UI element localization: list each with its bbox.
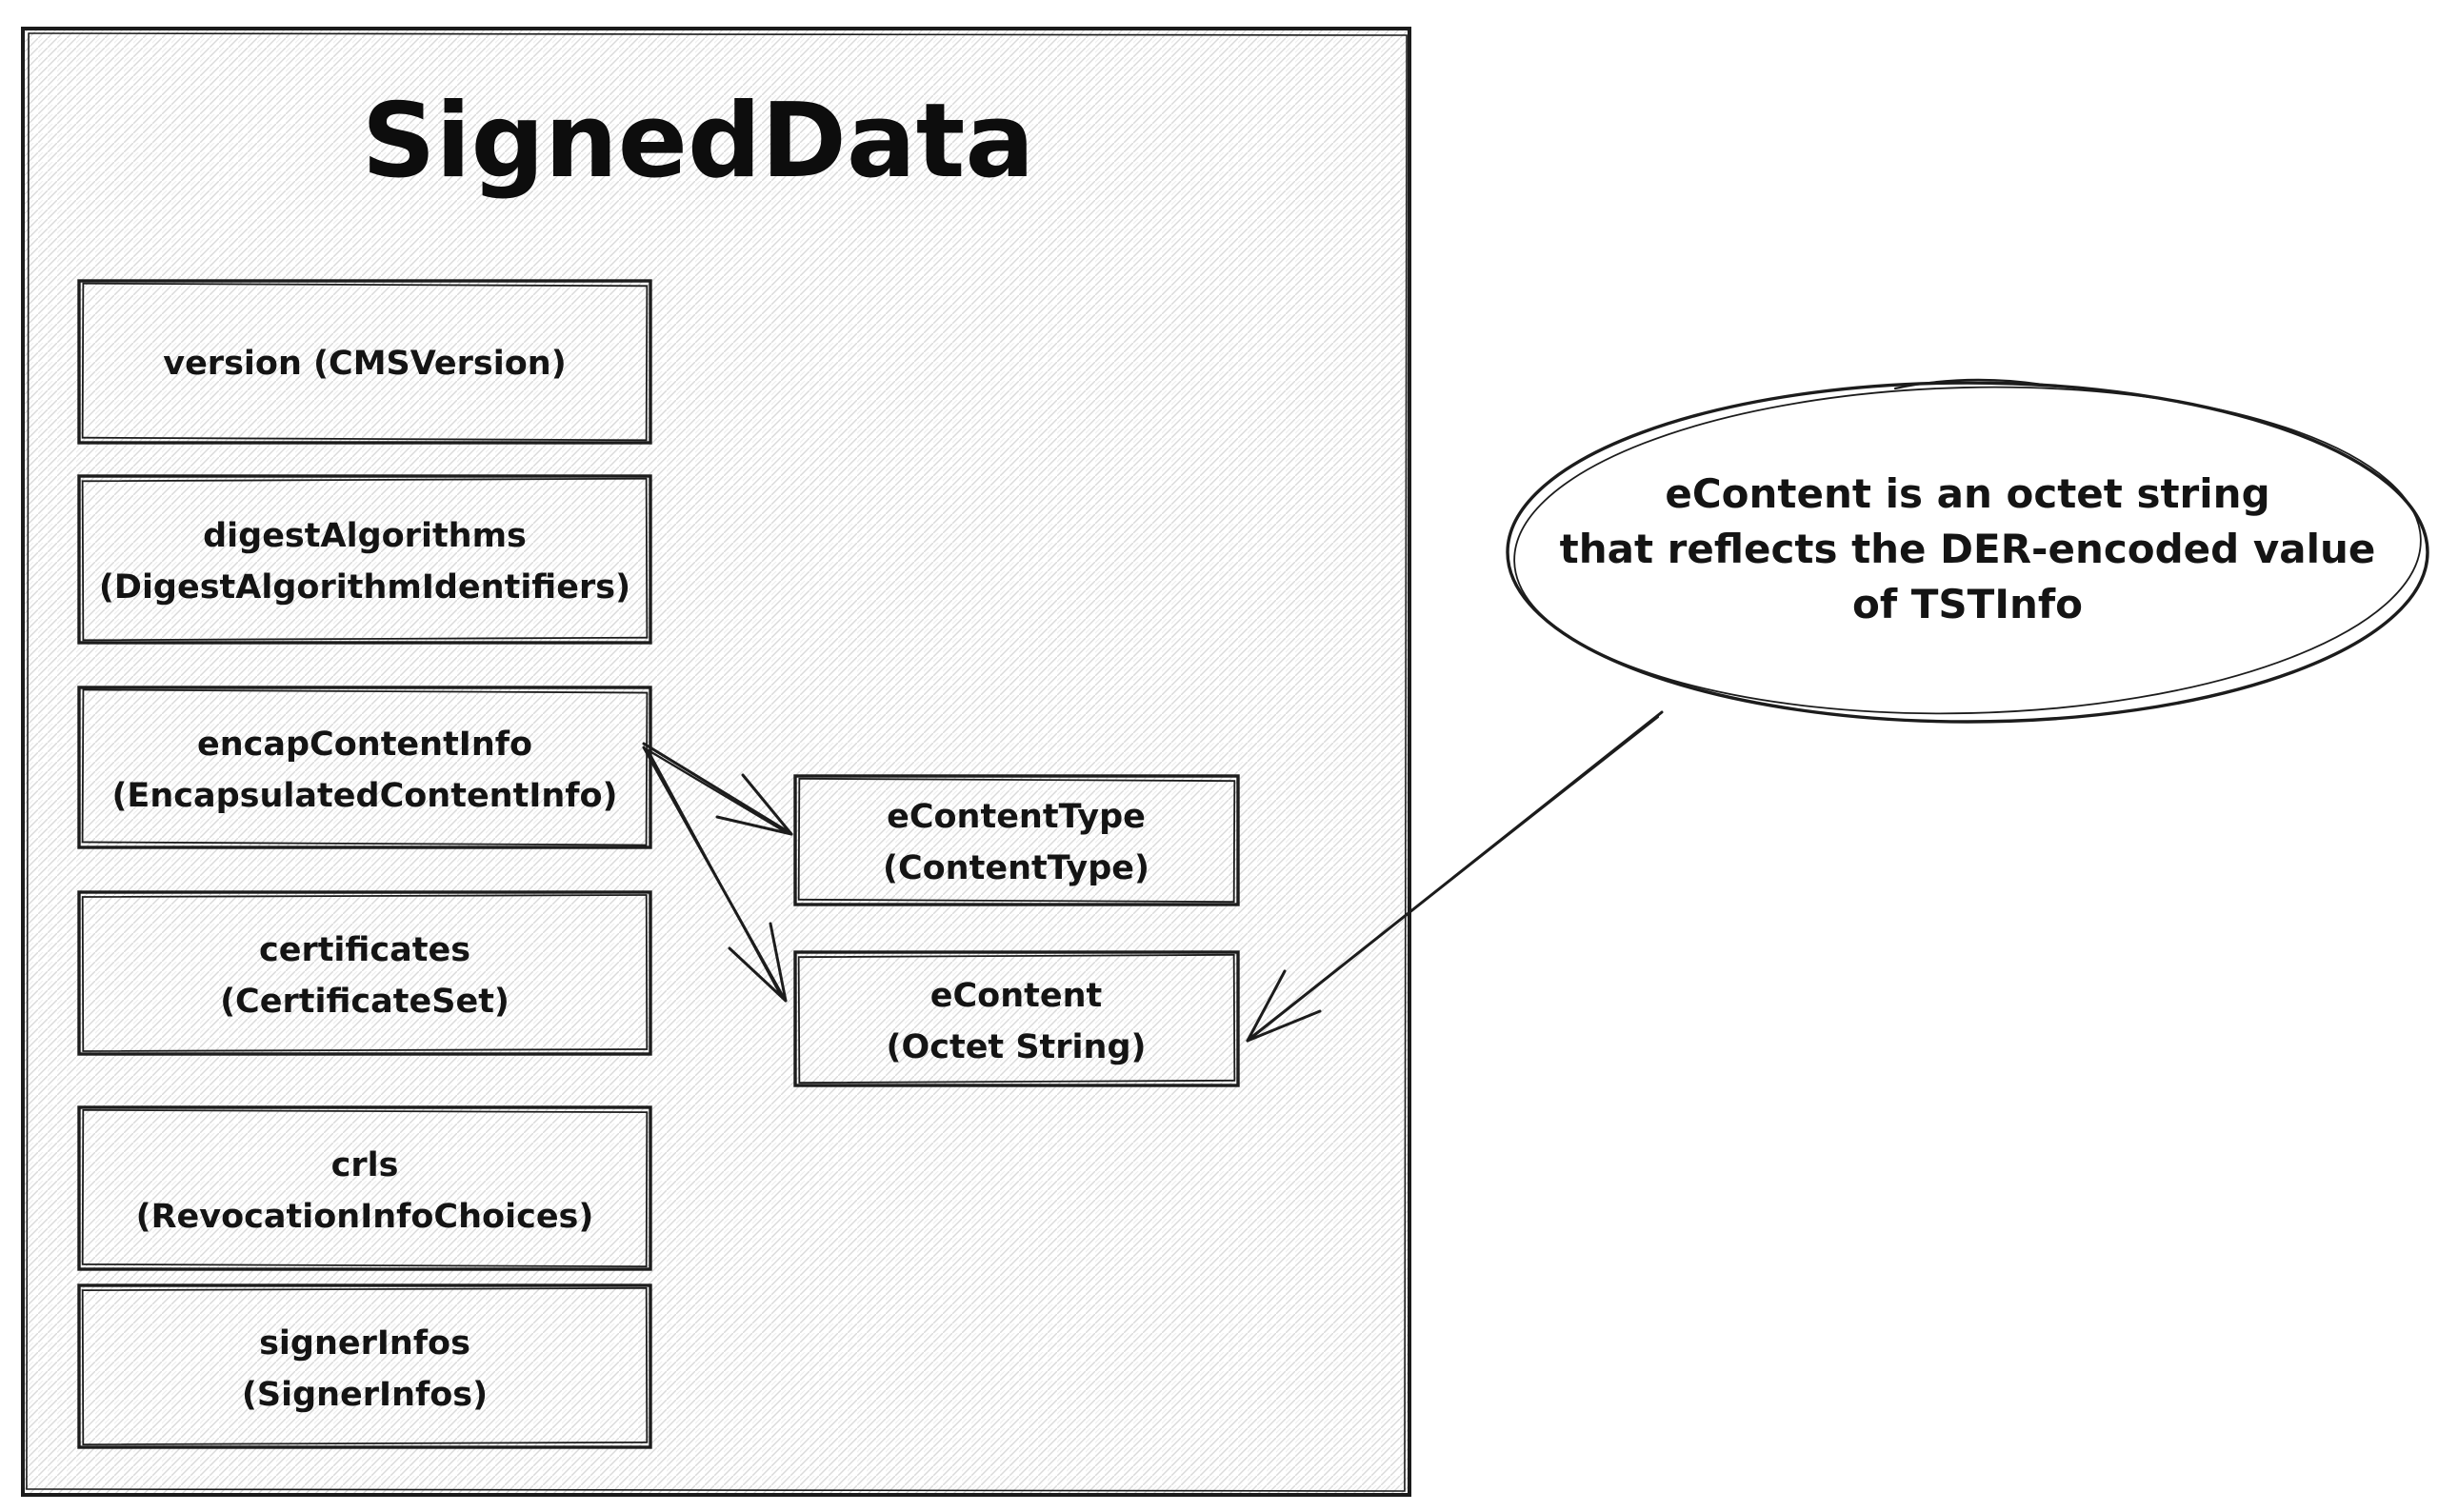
field-box-crls-label2: (RevocationInfoChoices)	[136, 1198, 594, 1236]
arrow-note-to-econtent-shaft-sketch	[1249, 715, 1660, 1039]
detail-box-econtent-type-label2: (ContentType)	[883, 849, 1149, 887]
field-box-crls-rect	[77, 1105, 652, 1271]
field-box-digest-algorithms-rect	[77, 474, 652, 645]
note-line2: that reflects the DER-encoded value	[1560, 526, 2376, 572]
field-box-version-rect	[77, 279, 652, 445]
field-box-certificates-label1: certificates	[259, 931, 470, 969]
field-box-digest-algorithms-rect-sketch	[81, 477, 649, 642]
field-box-signer-infos-rect-sketch	[81, 1286, 649, 1446]
detail-box-econtent-type-label1: eContentType	[887, 798, 1146, 836]
note-bubble-ellipse	[1506, 381, 2429, 724]
arrow-note-to-econtent-head2	[1246, 1009, 1322, 1043]
detail-box-econtent-rect	[793, 950, 1240, 1087]
field-box-certificates-label2: (CertificateSet)	[220, 983, 510, 1021]
arrow-encap-to-econtent-type	[642, 742, 793, 836]
arrow-note-to-econtent	[1246, 710, 1664, 1043]
arrow-encap-to-econtent	[642, 746, 788, 1003]
arrow-note-to-econtent-head1	[1246, 969, 1287, 1043]
detail-box-econtent-type-rect-sketch	[797, 777, 1236, 904]
field-box-version-label: version (CMSVersion)	[163, 345, 566, 383]
signeddata-container-rect-sketch	[26, 32, 1408, 1492]
field-box-signer-infos-label1: signerInfos	[259, 1324, 470, 1363]
field-box-encap-content-info-label1: encapContentInfo	[197, 726, 532, 764]
detail-box-econtent-label2: (Octet String)	[886, 1028, 1146, 1066]
signeddata-container: SignedData	[21, 27, 1411, 1497]
field-box-signer-infos-rect	[77, 1283, 652, 1449]
field-box-version-rect-sketch	[81, 282, 649, 442]
arrow-encap-to-econtent-type-shaft-sketch	[645, 747, 788, 834]
arrow-encap-to-econtent-type-head1	[741, 773, 793, 836]
detail-box-econtent-type-rect	[793, 774, 1240, 906]
detail-box-econtent-label1: eContent	[930, 977, 1103, 1015]
note-bubble-ellipse-sketch	[1513, 386, 2422, 715]
field-box-signer-infos: signerInfos (SignerInfos)	[77, 1283, 652, 1449]
field-box-encap-content-info-rect-sketch	[81, 688, 649, 846]
field-box-digest-algorithms: digestAlgorithms (DigestAlgorithmIdentif…	[77, 474, 652, 645]
signeddata-container-rect	[21, 27, 1411, 1497]
field-box-certificates-rect-sketch	[81, 894, 649, 1052]
arrow-encap-to-econtent-type-shaft	[642, 742, 792, 835]
note-line3: of TSTInfo	[1852, 581, 2083, 627]
detail-box-econtent-type: eContentType (ContentType)	[793, 774, 1240, 906]
detail-box-econtent-rect-sketch	[797, 953, 1236, 1084]
diagram-title: SignedData	[362, 82, 1035, 201]
note-line1: eContent is an octet string	[1665, 470, 2269, 517]
note-bubble-squiggle	[1893, 378, 2045, 390]
field-box-encap-content-info-label2: (EncapsulatedContentInfo)	[111, 777, 617, 815]
field-box-encap-content-info: encapContentInfo (EncapsulatedContentInf…	[77, 686, 652, 849]
note-bubble: eContent is an octet string that reflect…	[1506, 378, 2429, 724]
arrow-encap-to-econtent-head2	[728, 946, 788, 1003]
field-box-certificates: certificates (CertificateSet)	[77, 890, 652, 1056]
field-box-version: version (CMSVersion)	[77, 279, 652, 445]
field-box-encap-content-info-rect	[77, 686, 652, 849]
field-box-signer-infos-label2: (SignerInfos)	[242, 1376, 488, 1414]
field-box-digest-algorithms-label1: digestAlgorithms	[203, 517, 527, 555]
arrow-encap-to-econtent-shaft-sketch	[647, 749, 783, 998]
field-box-certificates-rect	[77, 890, 652, 1056]
field-box-crls-label1: crls	[331, 1146, 399, 1184]
detail-box-econtent: eContent (Octet String)	[793, 950, 1240, 1087]
field-box-crls-rect-sketch	[81, 1108, 649, 1268]
field-box-crls: crls (RevocationInfoChoices)	[77, 1105, 652, 1271]
arrow-encap-to-econtent-head1	[769, 922, 788, 1003]
field-box-digest-algorithms-label2: (DigestAlgorithmIdentifiers)	[99, 568, 630, 607]
arrow-encap-to-econtent-type-head2	[715, 815, 793, 836]
